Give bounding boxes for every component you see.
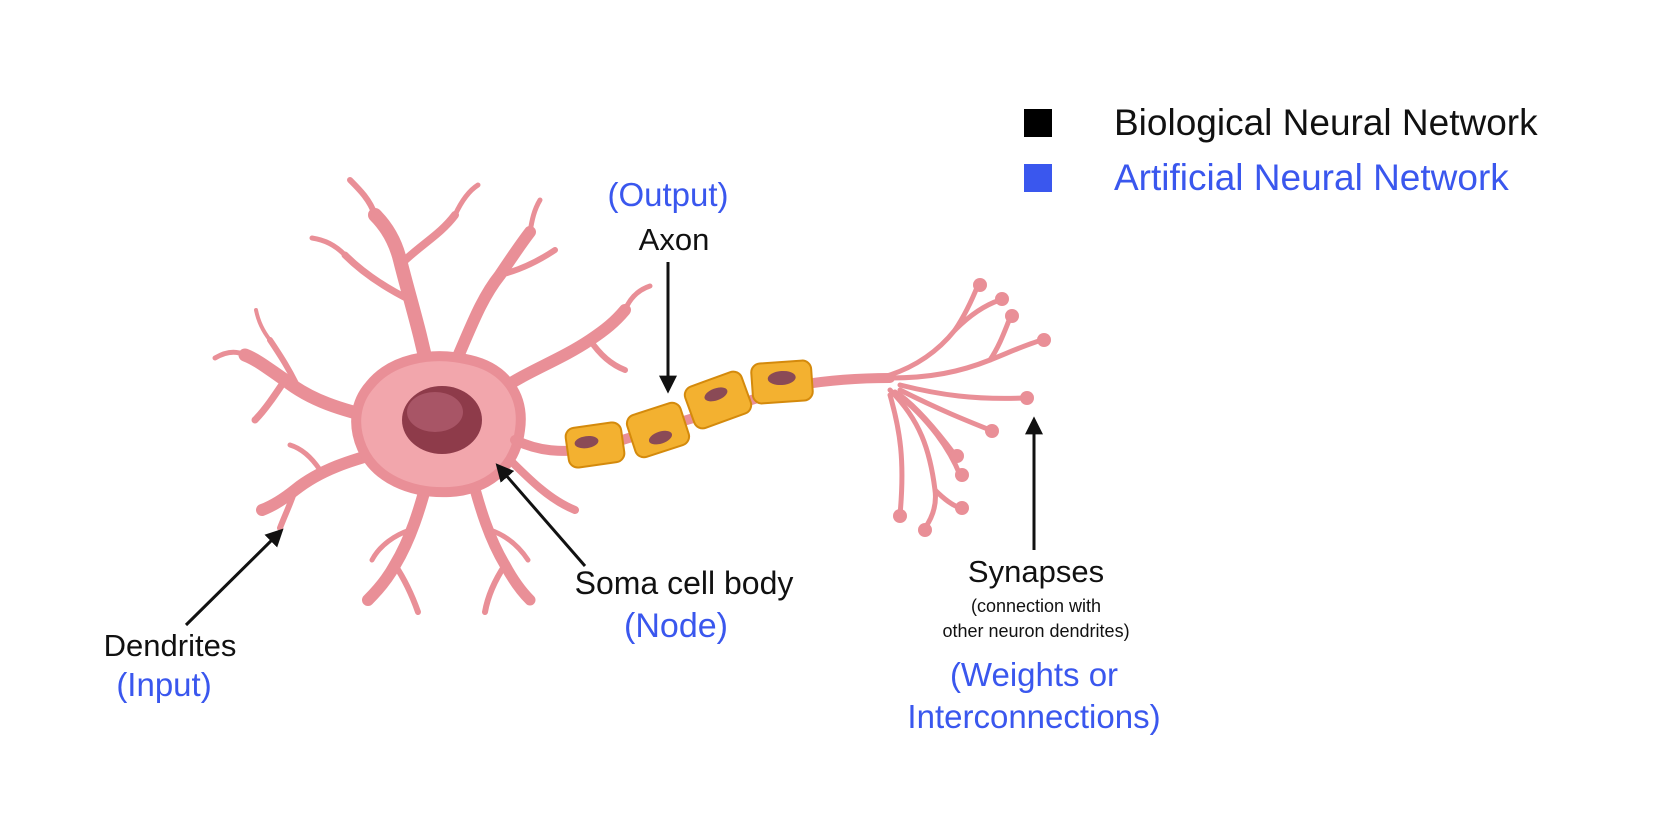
soma-arrow — [495, 463, 587, 567]
synapse-knobs — [893, 278, 1051, 537]
nucleus-highlight — [407, 392, 463, 432]
myelin-sheaths — [564, 359, 814, 469]
legend-item-biological: Biological Neural Network — [1024, 104, 1538, 141]
synapses-bio-label: Synapses — [967, 554, 1105, 589]
legend-item-artificial: Artificial Neural Network — [1024, 159, 1509, 196]
soma-ann-label: (Node) — [624, 607, 728, 645]
synapses-ann-line2: Interconnections) — [907, 698, 1161, 735]
soma-bio-label: Soma cell body — [574, 565, 794, 601]
axon-bio-label: Axon — [638, 222, 710, 257]
dendrites-ann-label: (Input) — [116, 666, 212, 703]
synapses-ann-line1: (Weights or — [949, 656, 1119, 693]
axon-terminals — [877, 282, 1045, 531]
legend-label-biological: Biological Neural Network — [1114, 102, 1538, 143]
synapses-note-line2: other neuron dendrites) — [942, 621, 1130, 641]
legend-swatch-blue — [1024, 163, 1052, 192]
synapses-note-line1: (connection with — [970, 596, 1102, 616]
dendrites-bio-label: Dendrites — [103, 628, 237, 663]
axon-ann-label: (Output) — [607, 176, 729, 213]
legend-label-artificial: Artificial Neural Network — [1114, 157, 1509, 198]
dendrites-arrow — [184, 528, 284, 627]
legend-swatch-black — [1024, 108, 1052, 137]
